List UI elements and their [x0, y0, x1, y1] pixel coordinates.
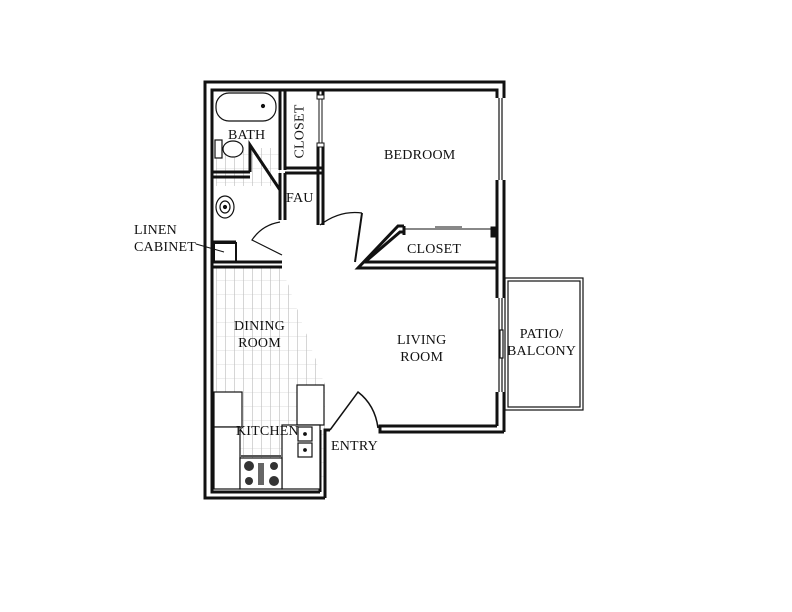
label-patio-balcony: PATIO/ BALCONY	[507, 326, 576, 360]
label-bedroom: BEDROOM	[384, 148, 456, 163]
label-fau: FAU	[286, 191, 314, 206]
label-closet-bath: CLOSET	[292, 104, 308, 159]
stove	[239, 455, 283, 490]
toilet	[214, 139, 244, 159]
label-entry: ENTRY	[331, 439, 378, 454]
label-kitchen: KITCHEN	[236, 424, 299, 439]
closet-sliding-door	[316, 94, 325, 148]
label-patio-line2: BALCONY	[507, 344, 577, 359]
interior-walls	[212, 90, 499, 270]
bedroom-closet-door	[404, 226, 492, 230]
label-linen-cabinet: LINEN CABINET	[134, 222, 196, 256]
door-swings	[248, 140, 379, 431]
label-living-line2: ROOM	[400, 350, 444, 365]
patio-outline	[504, 277, 584, 411]
label-bath: BATH	[228, 128, 266, 143]
label-linen-line1: LINEN	[134, 223, 177, 238]
label-closet-bedroom: CLOSET	[407, 242, 462, 257]
label-patio-line1: PATIO/	[519, 327, 564, 342]
label-dining-room: DINING ROOM	[234, 318, 285, 352]
label-dining-line2: ROOM	[238, 336, 281, 351]
bath-sink	[215, 195, 235, 219]
label-living-line1: LIVING	[397, 333, 447, 348]
patio-sliding-door	[498, 298, 504, 392]
label-living-room: LIVING ROOM	[397, 332, 446, 366]
label-dining-line1: DINING	[234, 319, 285, 334]
linen-callout-leader	[195, 243, 225, 253]
bedroom-window	[498, 98, 503, 180]
kitchen-counters	[213, 384, 325, 490]
label-linen-line2: CABINET	[134, 240, 197, 255]
bathtub	[215, 92, 277, 122]
linen-cabinet	[213, 242, 237, 263]
